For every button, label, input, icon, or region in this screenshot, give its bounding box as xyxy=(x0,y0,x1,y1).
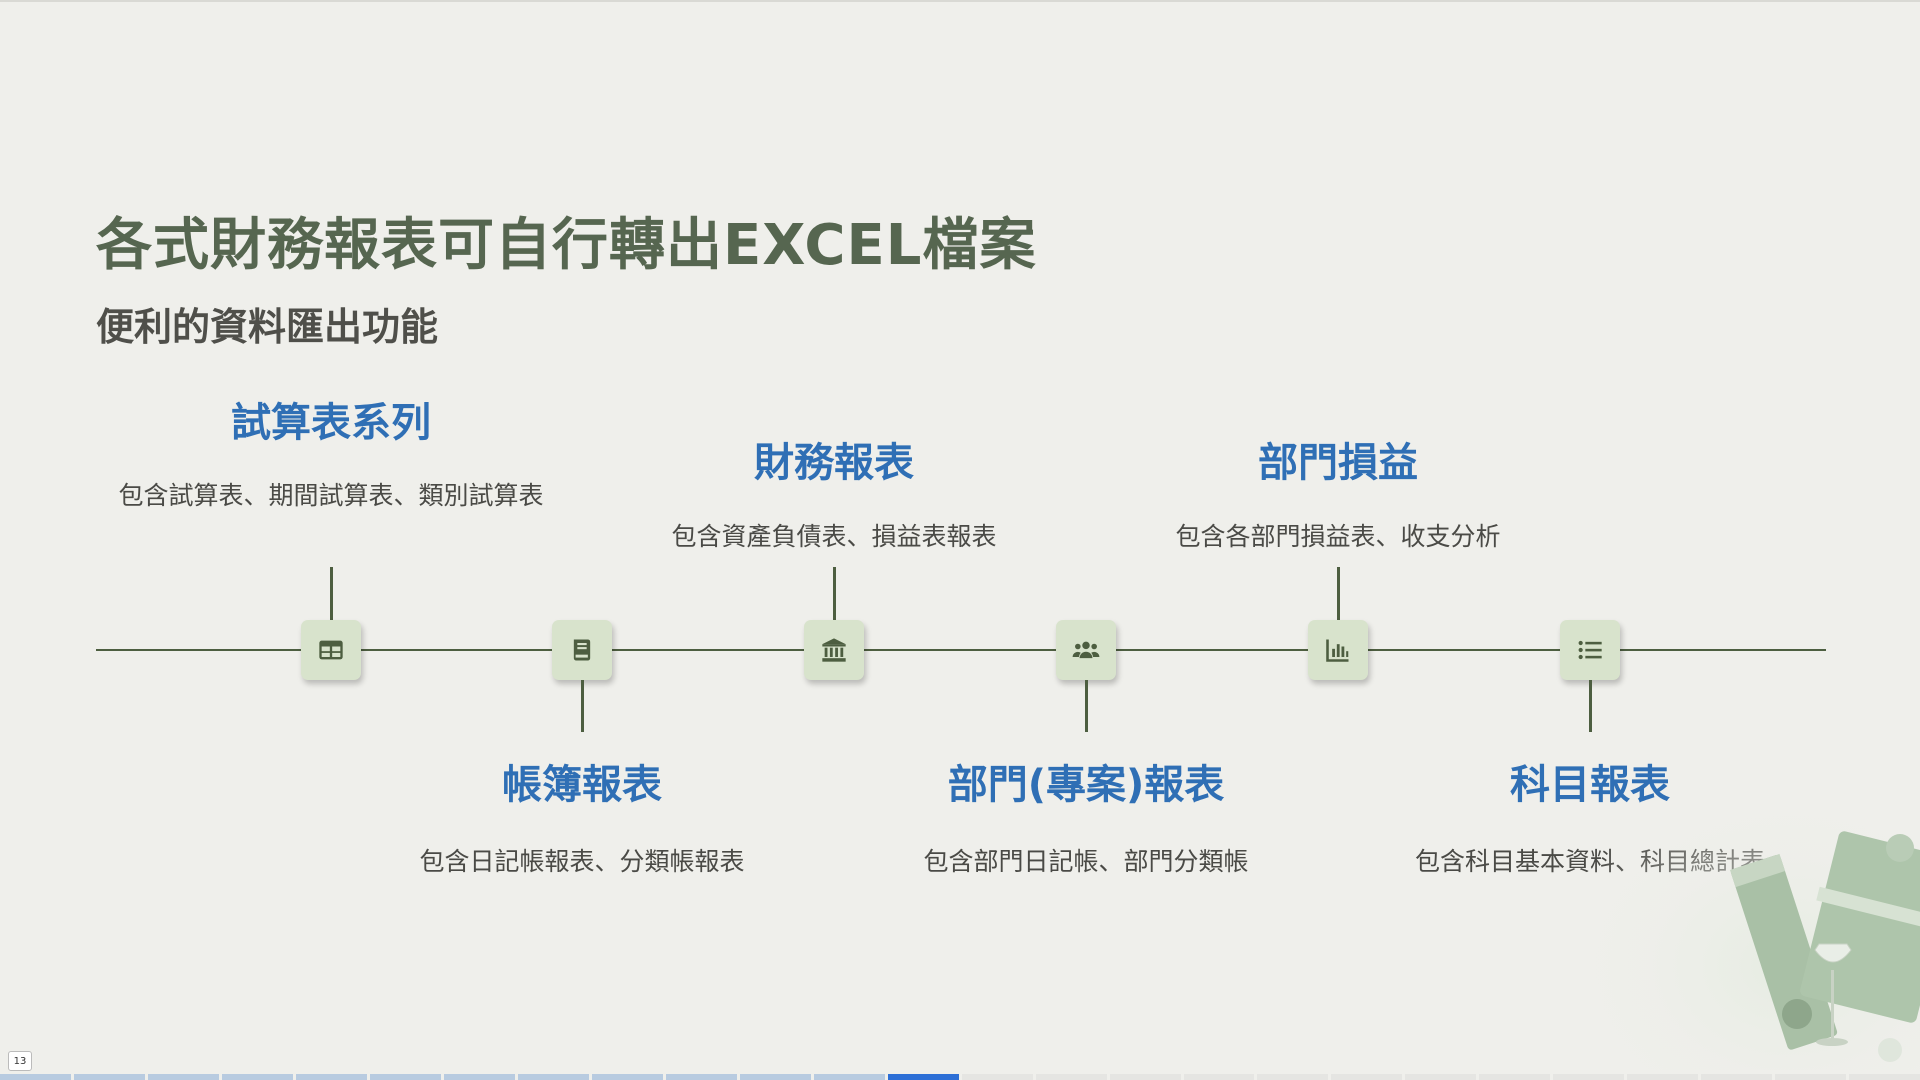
book-icon xyxy=(573,639,591,661)
progress-segment[interactable] xyxy=(369,1074,441,1080)
slide-subtitle: 便利的資料匯出功能 xyxy=(96,305,439,349)
top-divider xyxy=(0,0,1920,2)
timeline-node-account-reports[interactable] xyxy=(1560,620,1620,680)
timeline-heading-trial-balance: 試算表系列 xyxy=(231,400,431,446)
decorative-illustration xyxy=(1590,810,1920,1070)
list-icon xyxy=(1578,640,1602,660)
progress-segment[interactable] xyxy=(443,1074,515,1080)
timeline-desc-department-pl: 包含各部門損益表、收支分析 xyxy=(1175,522,1501,551)
timeline-desc-department-reports: 包含部門日記帳、部門分類帳 xyxy=(923,847,1249,876)
progress-segment[interactable] xyxy=(813,1074,885,1080)
timeline-stem xyxy=(832,567,836,620)
timeline-heading-financial-statements: 財務報表 xyxy=(754,440,914,486)
progress-segment[interactable] xyxy=(295,1074,367,1080)
timeline-axis xyxy=(96,649,1826,651)
timeline-heading-ledger: 帳簿報表 xyxy=(502,762,662,808)
progress-segment[interactable] xyxy=(739,1074,811,1080)
timeline-node-department-reports[interactable] xyxy=(1056,620,1116,680)
progress-segment[interactable] xyxy=(665,1074,737,1080)
timeline-desc-ledger: 包含日記帳報表、分類帳報表 xyxy=(419,847,745,876)
progress-segment[interactable] xyxy=(221,1074,293,1080)
progress-segment[interactable] xyxy=(1849,1074,1920,1080)
progress-segment[interactable] xyxy=(1405,1074,1477,1080)
progress-segment[interactable] xyxy=(961,1074,1033,1080)
progress-segment[interactable] xyxy=(1627,1074,1699,1080)
timeline-node-ledger[interactable] xyxy=(552,620,612,680)
bar-chart-icon xyxy=(1326,639,1349,662)
progress-segment[interactable] xyxy=(1183,1074,1255,1080)
timeline-node-trial-balance[interactable] xyxy=(301,620,361,680)
progress-segment[interactable] xyxy=(1701,1074,1773,1080)
slide-title: 各式財務報表可自行轉出EXCEL檔案 xyxy=(96,213,1037,278)
progress-segment[interactable] xyxy=(0,1074,71,1080)
progress-segment[interactable] xyxy=(1775,1074,1847,1080)
bank-icon xyxy=(822,638,846,662)
progress-segment[interactable] xyxy=(147,1074,219,1080)
table-icon xyxy=(319,640,343,660)
users-icon xyxy=(1072,641,1100,659)
progress-segment[interactable] xyxy=(1553,1074,1625,1080)
timeline-stem xyxy=(1588,680,1592,732)
progress-segment[interactable] xyxy=(1331,1074,1403,1080)
page-number: 13 xyxy=(8,1051,32,1071)
timeline-heading-department-reports: 部門(專案)報表 xyxy=(947,762,1225,808)
timeline-stem xyxy=(580,680,584,732)
progress-segment[interactable] xyxy=(1257,1074,1329,1080)
timeline-desc-trial-balance: 包含試算表、期間試算表、類別試算表 xyxy=(118,481,544,510)
progress-segment[interactable] xyxy=(887,1074,959,1080)
timeline-stem xyxy=(1084,680,1088,732)
progress-segment[interactable] xyxy=(591,1074,663,1080)
progress-segment[interactable] xyxy=(1035,1074,1107,1080)
timeline-heading-department-pl: 部門損益 xyxy=(1258,440,1418,486)
timeline-node-department-pl[interactable] xyxy=(1308,620,1368,680)
timeline-stem xyxy=(1336,567,1340,620)
progress-segment[interactable] xyxy=(517,1074,589,1080)
timeline-stem xyxy=(329,567,333,620)
progress-segment[interactable] xyxy=(1479,1074,1551,1080)
timeline-heading-account-reports: 科目報表 xyxy=(1510,762,1670,808)
progress-segment[interactable] xyxy=(1109,1074,1181,1080)
timeline-node-financial-statements[interactable] xyxy=(804,620,864,680)
slide-progress-bar[interactable] xyxy=(0,1073,1920,1080)
timeline-desc-financial-statements: 包含資產負債表、損益表報表 xyxy=(671,522,997,551)
progress-segment[interactable] xyxy=(73,1074,145,1080)
